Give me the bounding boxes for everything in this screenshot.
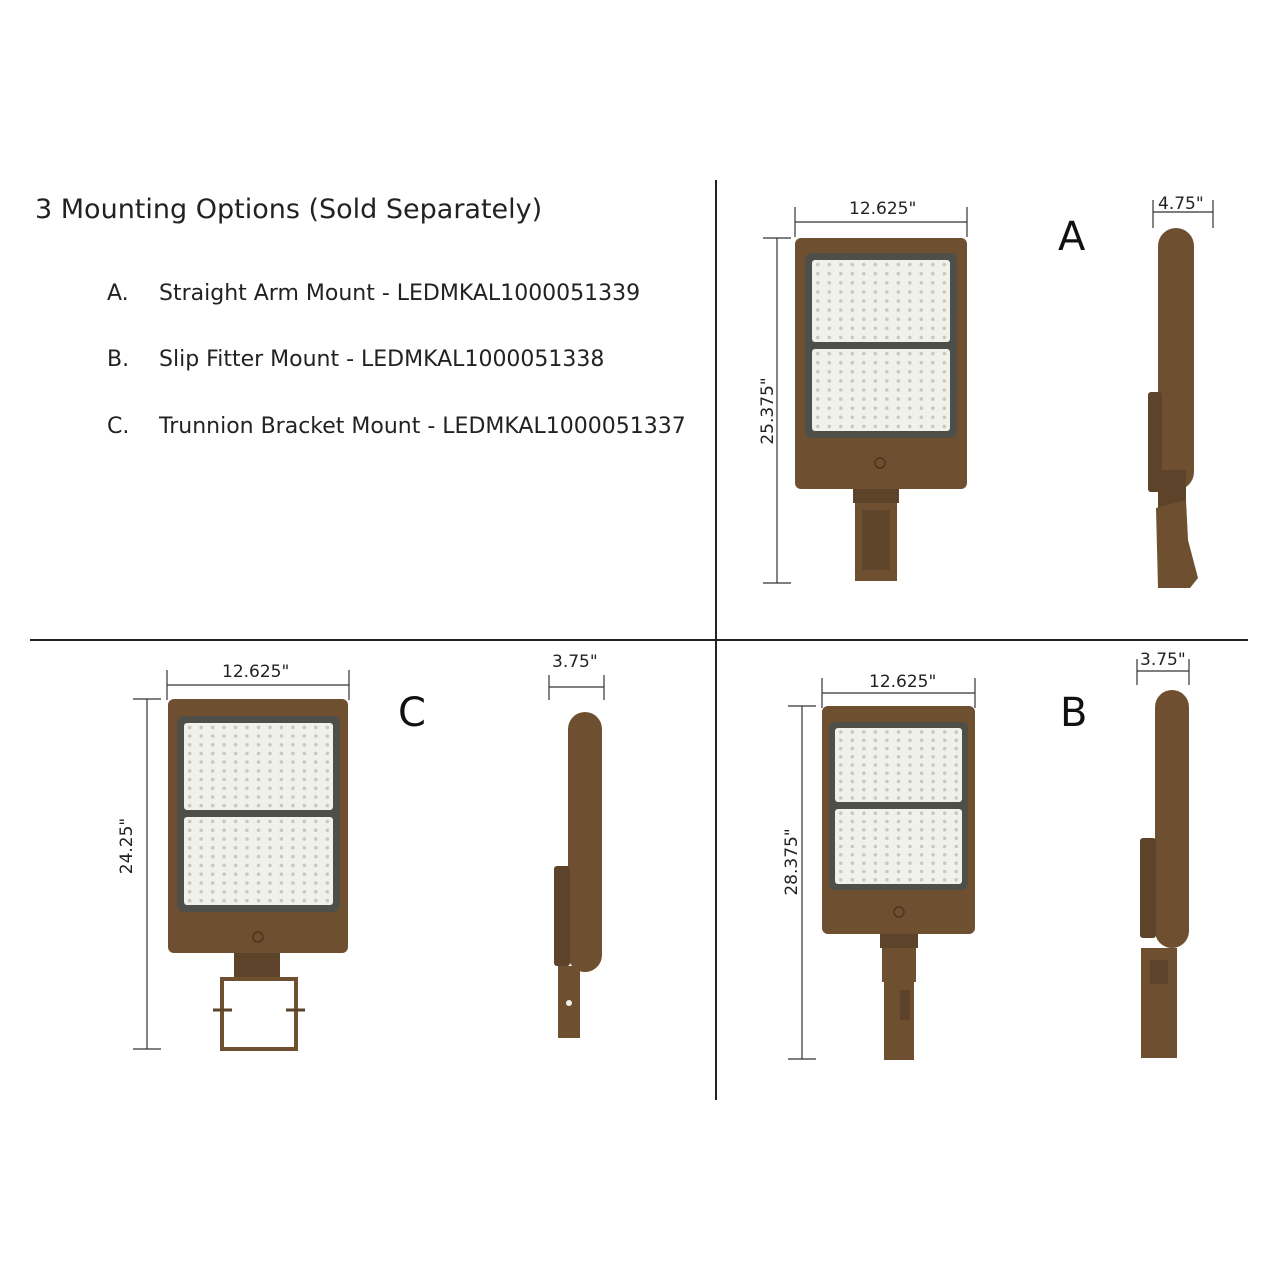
option-label: Straight Arm Mount - LEDMKAL1000051339 xyxy=(159,281,641,306)
height-dimension-line xyxy=(788,705,816,1060)
mount-bracket xyxy=(853,489,899,503)
panel-c-width-label: 12.625" xyxy=(222,662,290,682)
panel-c-side-view xyxy=(548,675,605,1038)
led-panel-top xyxy=(184,723,333,810)
panel-c-depth-label: 3.75" xyxy=(552,652,598,672)
option-label: Trunnion Bracket Mount - LEDMKAL10000513… xyxy=(159,414,686,439)
panel-a-depth-label: 4.75" xyxy=(1158,194,1204,214)
slip-fitter xyxy=(882,948,916,982)
panel-a-letter: A xyxy=(1058,214,1086,260)
height-dimension-line xyxy=(133,698,161,1050)
side-driver-box xyxy=(1140,838,1156,938)
option-letter: A. xyxy=(107,281,129,306)
sensor-port xyxy=(252,931,264,943)
panel-b-depth-label: 3.75" xyxy=(1140,650,1186,670)
depth-dimension-line xyxy=(548,675,605,700)
panel-b-width-label: 12.625" xyxy=(869,672,937,692)
panel-c-front-view xyxy=(133,670,350,1051)
side-driver-box xyxy=(1148,392,1162,492)
led-dot-grid xyxy=(816,351,947,429)
depth-dimension-line xyxy=(1152,200,1214,228)
sensor-port xyxy=(893,906,905,918)
mount-plate xyxy=(880,934,918,948)
sensor-port xyxy=(874,457,886,469)
mount-plate xyxy=(234,953,280,979)
trunnion-bracket xyxy=(220,977,298,1051)
led-dot-grid xyxy=(187,725,330,808)
side-housing xyxy=(568,712,602,972)
panel-c-height-label: 24.25" xyxy=(117,817,137,875)
led-dot-grid xyxy=(187,819,330,903)
horizontal-divider xyxy=(30,639,1248,641)
panel-a-width-label: 12.625" xyxy=(849,199,917,219)
led-dot-grid xyxy=(839,811,958,882)
option-b: B. Slip Fitter Mount - LEDMKAL1000051338 xyxy=(107,347,604,372)
width-dimension-line xyxy=(821,678,976,708)
panel-b-front-view xyxy=(788,678,976,1060)
panel-a-height-label: 25.375" xyxy=(758,377,778,445)
side-housing xyxy=(1158,228,1194,490)
panel-b-letter: B xyxy=(1060,690,1088,736)
depth-dimension-line xyxy=(1136,659,1190,685)
side-arm xyxy=(1156,500,1198,588)
panel-c-letter: C xyxy=(398,690,426,736)
width-dimension-line xyxy=(794,207,968,237)
panel-a-front-view xyxy=(763,207,968,584)
led-dot-grid xyxy=(816,262,947,340)
option-a: A. Straight Arm Mount - LEDMKAL1000051339 xyxy=(107,281,640,306)
option-c: C. Trunnion Bracket Mount - LEDMKAL100005… xyxy=(107,414,686,439)
page-title: 3 Mounting Options (Sold Separately) xyxy=(35,194,543,225)
led-panel-bottom xyxy=(812,349,950,431)
panel-a-side-view xyxy=(1148,200,1214,588)
height-dimension-line xyxy=(763,237,791,584)
option-letter: C. xyxy=(107,414,130,439)
option-letter: B. xyxy=(107,347,130,372)
led-dot-grid xyxy=(839,730,958,800)
option-label: Slip Fitter Mount - LEDMKAL1000051338 xyxy=(159,347,605,372)
width-dimension-line xyxy=(166,670,350,700)
side-housing xyxy=(1155,690,1189,948)
panel-b-height-label: 28.375" xyxy=(782,828,802,896)
led-panel-bottom xyxy=(184,817,333,905)
side-driver-box xyxy=(554,866,570,966)
led-panel-top xyxy=(812,260,950,342)
panel-b-side-view xyxy=(1136,659,1190,1058)
